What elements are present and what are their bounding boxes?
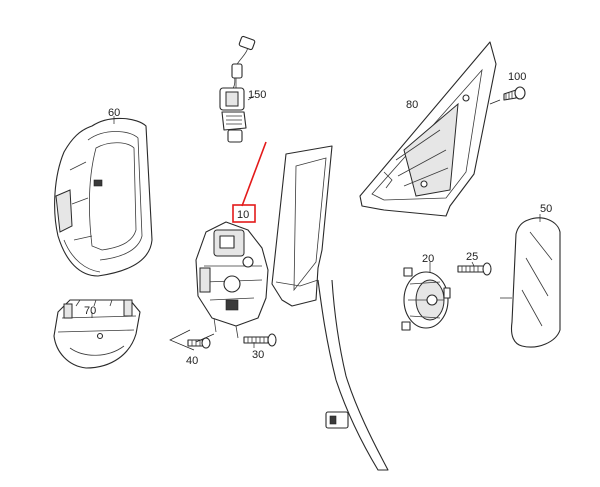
callout-label-50[interactable]: 50 bbox=[540, 203, 552, 215]
callout-label-150[interactable]: 150 bbox=[248, 89, 266, 101]
part-70-lower-cover[interactable] bbox=[53, 299, 141, 369]
callout-label-10[interactable]: 10 bbox=[237, 209, 249, 221]
part-25-screw[interactable] bbox=[457, 262, 492, 276]
part-80-trim-cover[interactable] bbox=[359, 41, 497, 217]
callout-label-60[interactable]: 60 bbox=[108, 107, 120, 119]
part-60-mirror-housing[interactable] bbox=[54, 117, 153, 277]
part-20-adjustment-motor[interactable] bbox=[401, 267, 451, 331]
callout-label-100[interactable]: 100 bbox=[508, 71, 526, 83]
leader-lines bbox=[91, 95, 541, 351]
part-100-screw[interactable] bbox=[503, 86, 526, 101]
callout-label-80[interactable]: 80 bbox=[406, 99, 418, 111]
callout-label-40[interactable]: 40 bbox=[186, 355, 198, 367]
callout-label-30[interactable]: 30 bbox=[252, 349, 264, 361]
part-10-mirror-base-assembly[interactable] bbox=[195, 145, 389, 471]
callout-label-20[interactable]: 20 bbox=[422, 253, 434, 265]
part-40-screw[interactable] bbox=[187, 337, 211, 349]
part-30-screw[interactable] bbox=[243, 333, 277, 347]
highlight-part-10 bbox=[232, 141, 267, 223]
part-150-wire-connector[interactable] bbox=[219, 35, 256, 143]
callout-label-70[interactable]: 70 bbox=[84, 305, 96, 317]
callout-label-25[interactable]: 25 bbox=[466, 251, 478, 263]
part-50-mirror-glass[interactable] bbox=[500, 217, 561, 348]
